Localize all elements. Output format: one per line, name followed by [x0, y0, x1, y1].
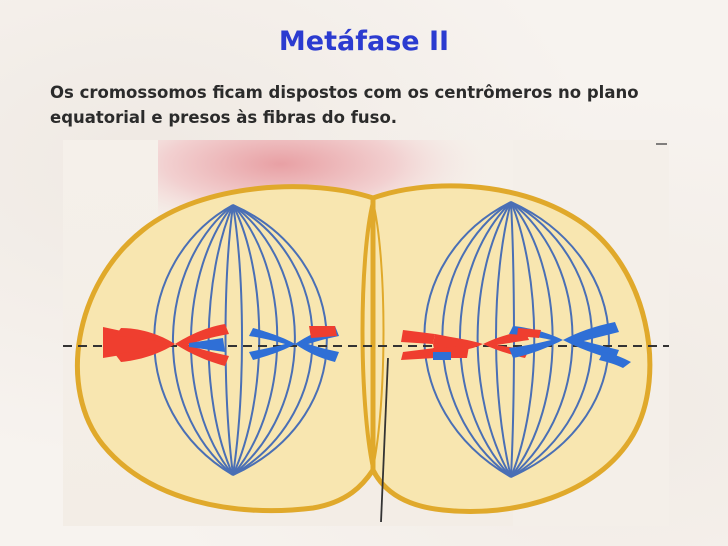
- cleavage-furrow: [360, 201, 375, 469]
- metaphase-ii-illustration: [63, 140, 669, 526]
- diagram-svg: [63, 140, 669, 526]
- slide-title: Metáfase II: [278, 26, 450, 57]
- slide-description: Os cromossomos ficam dispostos com os ce…: [50, 83, 639, 127]
- chromosome-left-red: [103, 324, 229, 366]
- pointer-line: [380, 357, 389, 523]
- chromosome-right-blue: [509, 322, 631, 368]
- chromosome-left-blue: [249, 326, 339, 362]
